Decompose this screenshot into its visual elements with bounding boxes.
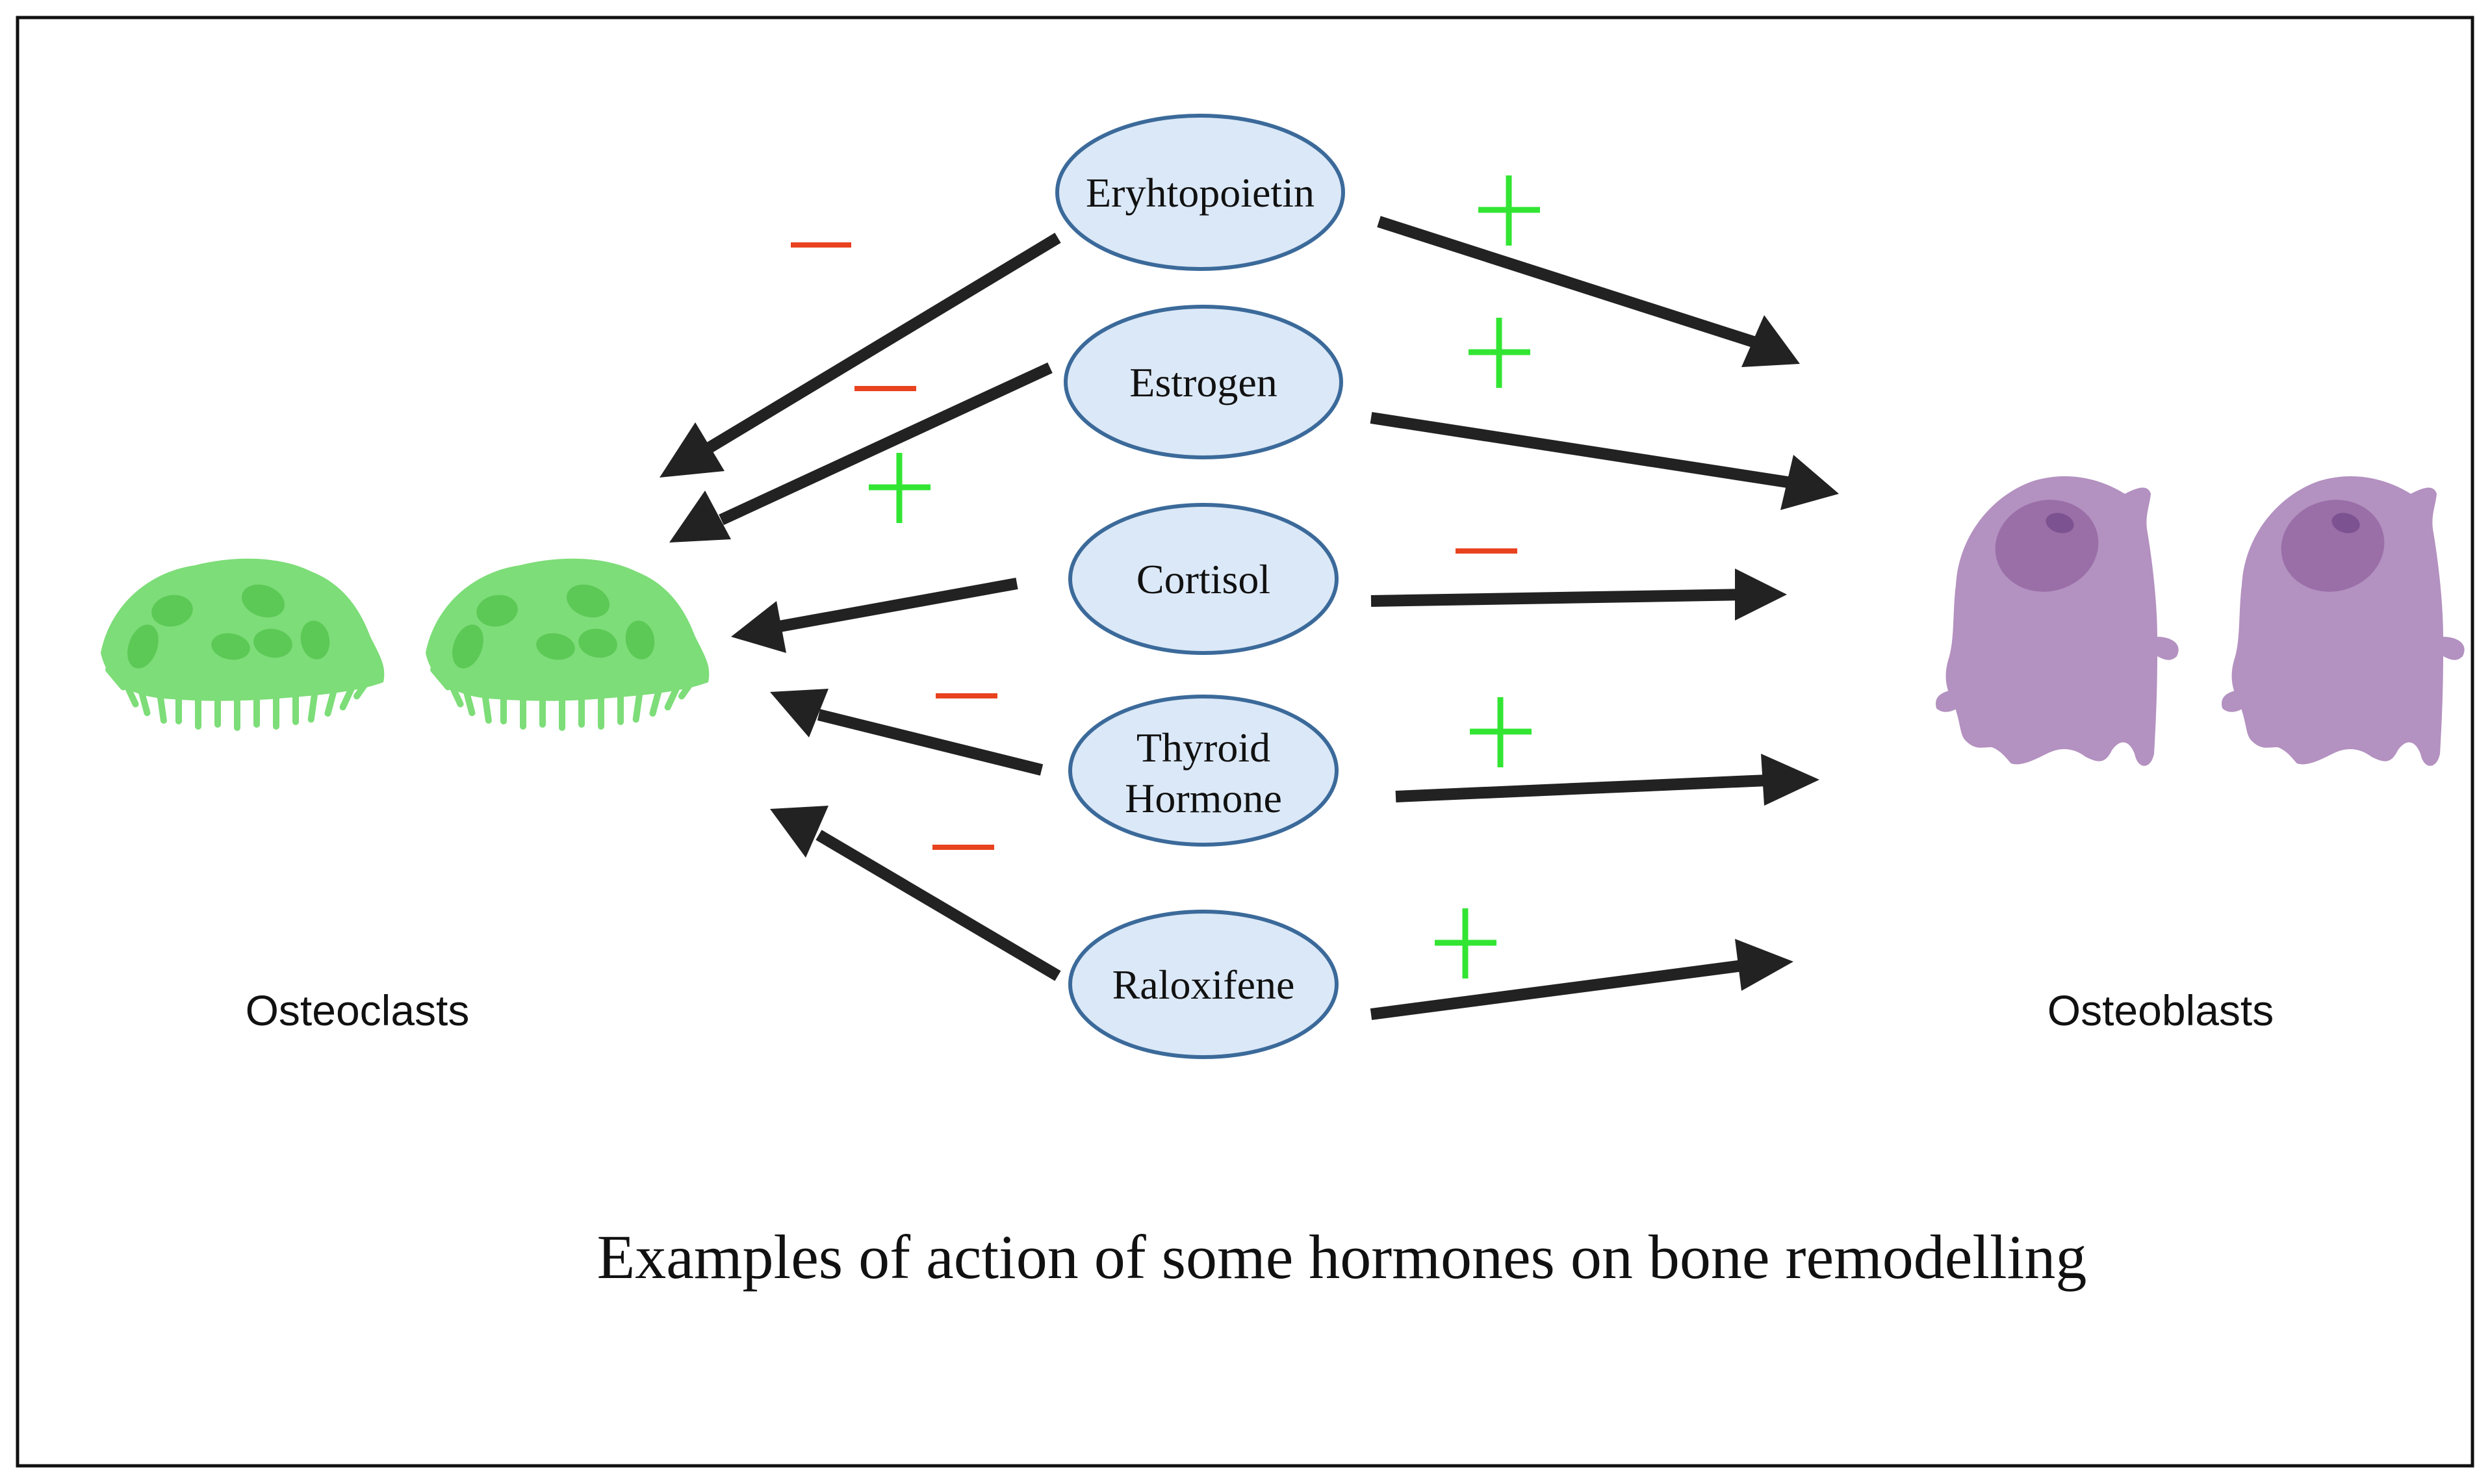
figure-caption: Examples of action of some hormones on b… — [597, 1222, 2087, 1292]
arrows-group — [705, 216, 1801, 1020]
arrow-estrogen-to-osteoclasts — [719, 362, 1053, 526]
hormone-nodes: Eryhtopoietin Estrogen Cortisol Thyroid … — [1055, 114, 1345, 1059]
osteoclast-cell-icon — [426, 558, 710, 731]
arrow-cortisol-to-osteoclasts — [778, 578, 1018, 632]
plus-sign-thyroid-osteoblasts — [1470, 697, 1532, 767]
osteoblast-cell-icon — [2222, 476, 2465, 766]
osteoblasts-label: Osteoblasts — [2047, 986, 2274, 1034]
hormone-node-thyroid-hormone[interactable]: Thyroid Hormone — [1068, 695, 1339, 847]
hormone-label-thyroid-line2: Hormone — [1125, 775, 1282, 821]
osteoclast-cell-icon — [101, 558, 385, 731]
arrow-raloxifene-to-osteoclasts — [815, 830, 1061, 981]
osteoblast-cell-icon — [1936, 476, 2179, 766]
hormone-node-estrogen[interactable]: Estrogen — [1064, 305, 1343, 459]
plus-sign-raloxifene-osteoblasts — [1435, 908, 1496, 979]
hormone-node-erythropoietin[interactable]: Eryhtopoietin — [1055, 114, 1345, 271]
arrowheads-group — [660, 315, 1839, 991]
hormone-label-thyroid-line1: Thyroid — [1136, 724, 1270, 771]
plus-sign-estrogen-osteoblasts — [1469, 318, 1530, 388]
hormone-label-raloxifene: Raloxifene — [1112, 962, 1295, 1008]
hormone-node-raloxifene[interactable]: Raloxifene — [1068, 910, 1339, 1059]
hormone-label-erythropoietin: Eryhtopoietin — [1086, 170, 1315, 216]
plus-sign-erythropoietin-osteoblasts — [1478, 175, 1540, 246]
signs-group — [791, 175, 1540, 979]
arrow-estrogen-to-osteoblasts — [1370, 412, 1801, 490]
arrow-cortisol-to-osteoblasts — [1370, 589, 1749, 607]
hormone-node-cortisol[interactable]: Cortisol — [1068, 503, 1339, 655]
arrow-raloxifene-to-osteoblasts — [1370, 959, 1749, 1020]
arrow-thyroid-to-osteoblasts — [1395, 774, 1768, 802]
plus-sign-estrogen-osteoclasts — [869, 453, 931, 523]
osteoclasts-label: Osteoclasts — [246, 986, 470, 1034]
hormone-label-estrogen: Estrogen — [1129, 359, 1277, 405]
arrow-erythropoietin-to-osteoclasts — [705, 233, 1061, 454]
arrow-thyroid-to-osteoclasts — [817, 709, 1044, 776]
hormone-label-cortisol: Cortisol — [1136, 556, 1270, 602]
arrow-erythropoietin-to-osteoblasts — [1377, 216, 1769, 352]
